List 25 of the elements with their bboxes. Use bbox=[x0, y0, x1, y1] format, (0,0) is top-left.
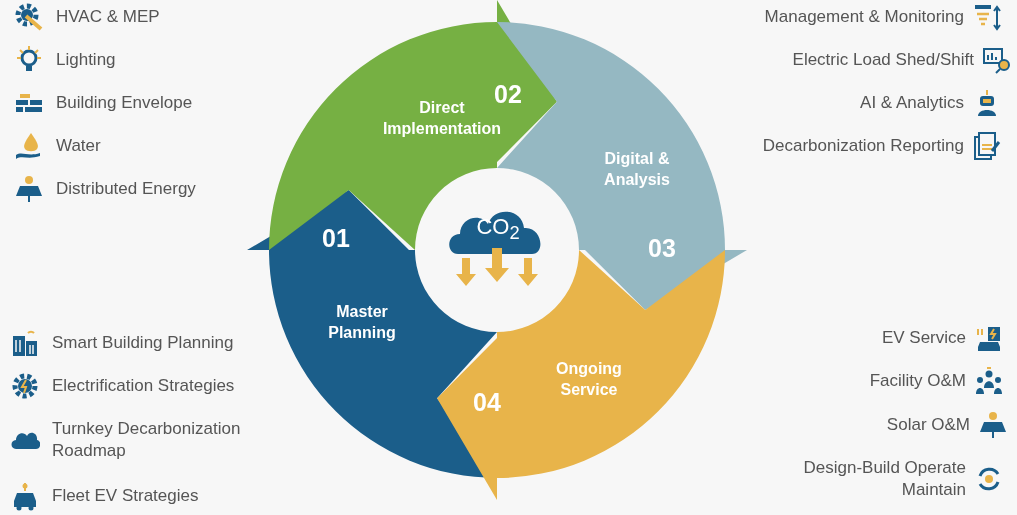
step-title: Digital & Analysis bbox=[603, 149, 671, 190]
service-item-label: Turnkey Decarbonization Roadmap bbox=[52, 418, 242, 462]
service-item-label: Electric Load Shed/Shift bbox=[792, 49, 974, 71]
service-item-label: Water bbox=[56, 135, 101, 157]
service-item-label: Fleet EV Strategies bbox=[52, 485, 199, 507]
cycle-arrow-segment bbox=[269, 0, 557, 251]
service-item-label: Building Envelope bbox=[56, 92, 193, 114]
step-number: 01 bbox=[322, 223, 350, 253]
service-item-label: Facility O&M bbox=[869, 370, 966, 392]
service-item-label: EV Service bbox=[881, 327, 966, 349]
service-item-label: AI & Analytics bbox=[860, 92, 964, 114]
service-item-label: Decarbonization Reporting bbox=[762, 135, 964, 157]
service-item-label: Management & Monitoring bbox=[764, 6, 964, 28]
service-item-label: Lighting bbox=[56, 49, 116, 71]
step-title: Ongoing Service bbox=[555, 359, 623, 400]
service-item-label: Electrification Strategies bbox=[52, 375, 235, 397]
service-item-label: Smart Building Planning bbox=[52, 332, 234, 354]
co2-text: CO$_{2}$ bbox=[475, 214, 521, 245]
service-item-label: HVAC & MEP bbox=[56, 6, 160, 28]
step-number: 04 bbox=[473, 387, 501, 417]
step-number: 03 bbox=[648, 233, 676, 263]
service-item-label: Design-Build Operate Maintain bbox=[802, 457, 966, 501]
step-title: Master Planning bbox=[327, 302, 397, 343]
service-item-label: Solar O&M bbox=[886, 414, 970, 436]
service-item-label: Distributed Energy bbox=[56, 178, 196, 200]
